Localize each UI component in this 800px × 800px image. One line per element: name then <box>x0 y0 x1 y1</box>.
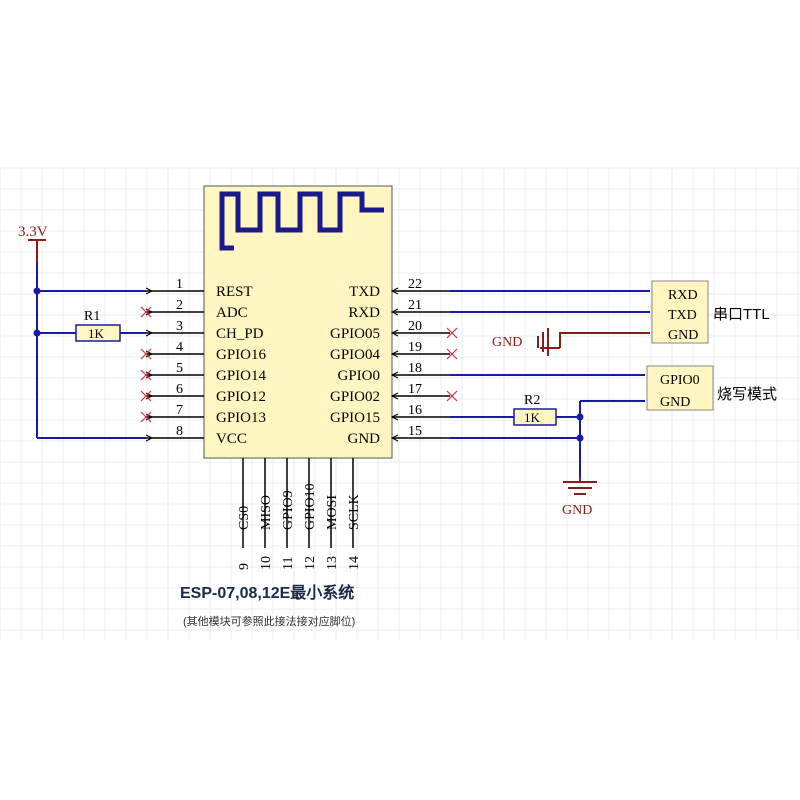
no-connect-icon <box>446 327 458 339</box>
junction-dot <box>33 329 41 337</box>
ground-symbol-icon <box>537 328 560 356</box>
pin-name: GPIO05 <box>330 326 380 342</box>
uart-connector-label: 串口TTL <box>713 306 770 323</box>
power-symbol-icon <box>28 239 46 262</box>
pin-arrow-icon <box>390 434 399 442</box>
ground-label-bottom: GND <box>562 503 592 518</box>
ground-symbol-icon <box>563 477 597 495</box>
pin-number: 3 <box>176 319 183 334</box>
uart-pin-rxd: RXD <box>668 288 698 303</box>
pin-name: MOSI <box>325 495 340 530</box>
pin-name: GPIO14 <box>216 368 267 384</box>
pin-arrow-icon <box>390 350 399 358</box>
pin-name: GPIO10 <box>303 483 318 530</box>
antenna-trace-icon <box>219 191 384 251</box>
pin-name: CH_PD <box>216 326 264 342</box>
pin-name: ADC <box>216 305 248 321</box>
pin-name: GPIO0 <box>337 368 380 384</box>
pin-number: 12 <box>303 556 318 570</box>
r2-value: 1K <box>524 410 541 425</box>
pin-number: 2 <box>176 298 183 313</box>
pin-number: 13 <box>325 556 340 570</box>
wires <box>36 240 650 477</box>
pin-number: 21 <box>408 298 422 313</box>
pin-arrow-icon <box>145 329 154 337</box>
pin-arrow-icon <box>390 287 399 295</box>
pin-name: REST <box>216 284 253 300</box>
no-connect-icon <box>140 390 152 402</box>
pin-number: 19 <box>408 340 422 355</box>
flash-connector <box>646 365 714 411</box>
pin-name: GPIO02 <box>330 389 380 405</box>
pin-name: GPIO16 <box>216 347 267 363</box>
pin-name: GPIO04 <box>330 347 381 363</box>
flash-pin-gnd: GND <box>660 395 690 410</box>
pin-arrow-icon <box>390 392 399 400</box>
r1-body <box>75 324 121 342</box>
flash-pin-gpio0: GPIO0 <box>660 373 700 388</box>
r2-body <box>513 408 557 426</box>
pin-name: RXD <box>348 305 380 321</box>
pin-arrow-icon <box>390 371 399 379</box>
diagram-subtitle: (其他模块可参照此接法接对应脚位) <box>183 614 355 628</box>
pin-name: GPIO15 <box>330 410 380 426</box>
power-label: 3.3V <box>18 224 48 240</box>
pin-number: 4 <box>176 340 183 355</box>
pin-name: GPIO13 <box>216 410 266 426</box>
pin-arrow-icon <box>145 287 154 295</box>
pin-number: 11 <box>281 557 296 570</box>
pin-number: 6 <box>176 382 183 397</box>
pin-name: SCLK <box>347 494 362 530</box>
pin-number: 8 <box>176 424 183 439</box>
uart-pin-txd: TXD <box>668 308 697 323</box>
pin-number: 20 <box>408 319 422 334</box>
pin-number: 16 <box>408 403 422 418</box>
r2-ref: R2 <box>524 393 540 408</box>
no-connect-icon <box>140 348 152 360</box>
junctions <box>33 287 584 442</box>
junction-dot <box>33 287 41 295</box>
no-connect-icon <box>446 390 458 402</box>
junction-dot <box>576 413 584 421</box>
pin-number: 5 <box>176 361 183 376</box>
pin-name: GND <box>348 431 381 447</box>
pin-name: VCC <box>216 431 247 447</box>
pin-number: 9 <box>237 563 252 570</box>
pin-number: 22 <box>408 277 422 292</box>
pin-number: 1 <box>176 277 183 292</box>
ground-label-left: GND <box>492 335 522 350</box>
pin-name: TXD <box>349 284 380 300</box>
pin-number: 15 <box>408 424 422 439</box>
uart-gnd-wire <box>559 332 650 348</box>
r1-value: 1K <box>88 326 105 341</box>
junction-dot <box>576 434 584 442</box>
pin-arrow-icon <box>390 413 399 421</box>
pin-name: GPIO12 <box>216 389 266 405</box>
pin-number: 10 <box>259 556 274 570</box>
no-connect-icon <box>140 369 152 381</box>
flash-connector-label: 烧写模式 <box>717 386 777 403</box>
pin-name: GPIO9 <box>281 490 296 530</box>
pin-number: 14 <box>347 556 362 570</box>
diagram-title: ESP-07,08,12E最小系统 <box>180 583 354 602</box>
pin-arrow-icon <box>390 308 399 316</box>
uart-pin-gnd: GND <box>668 328 698 343</box>
r1-ref: R1 <box>84 309 100 324</box>
no-connect-icon <box>140 411 152 423</box>
pin-name: CS0 <box>237 506 252 530</box>
pin-number: 18 <box>408 361 422 376</box>
no-connect-icon <box>140 306 152 318</box>
uart-connector <box>651 280 709 344</box>
pin-arrow-icon <box>145 434 154 442</box>
no-connect-icon <box>446 348 458 360</box>
pin-number: 17 <box>408 382 422 397</box>
pin-number: 7 <box>176 403 183 418</box>
pin-arrow-icon <box>390 329 399 337</box>
pin-name: MISO <box>259 495 274 530</box>
